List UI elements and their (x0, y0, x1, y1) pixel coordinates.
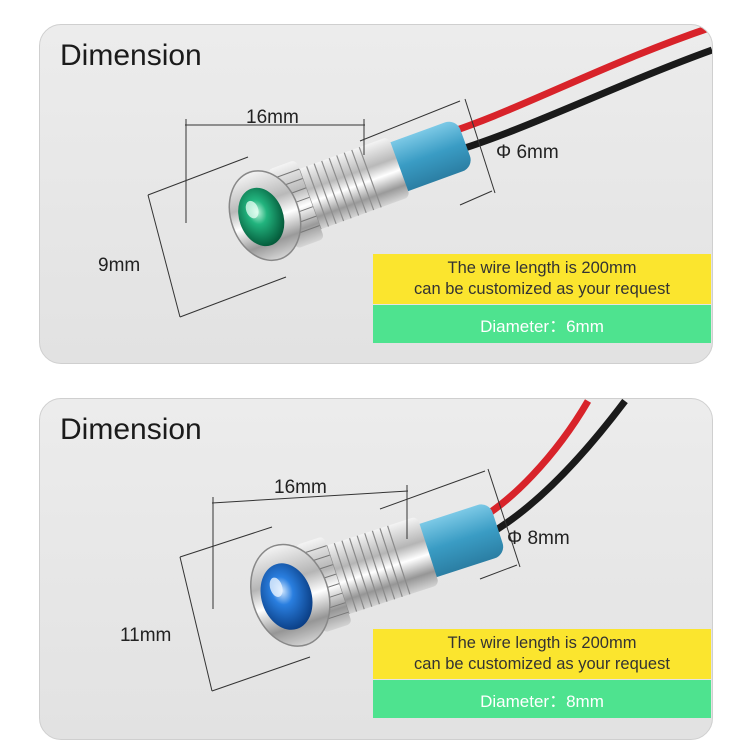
wire-length-note-line2: can be customized as your request (414, 655, 670, 673)
wire-length-note-line2: can be customized as your request (414, 280, 670, 298)
diameter-banner: Diameter：6mm (373, 305, 711, 343)
indicator-light-6mm-illustration (147, 25, 712, 318)
height-dimension-label: 11mm (120, 625, 172, 646)
length-dimension-label: 16mm (274, 477, 327, 498)
black-wire (441, 46, 712, 159)
red-wire (434, 25, 712, 141)
threaded-body (318, 517, 438, 616)
length-dimension-label: 16mm (246, 107, 299, 128)
panel-title: Dimension (60, 39, 202, 72)
wire-length-note: The wire length is 200mm can be customiz… (373, 629, 711, 679)
wire-length-note-line1: The wire length is 200mm (447, 259, 637, 277)
height-dimension-label: 9mm (98, 255, 141, 276)
wire-length-note: The wire length is 200mm can be customiz… (373, 254, 711, 304)
dimension-panel-6mm: Dimension 16mm 9mm Φ 6mm The wire length… (39, 24, 713, 364)
indicator-light-8mm-illustration (179, 399, 628, 692)
wire-diameter-label: Φ 8mm (507, 528, 570, 549)
wire-diameter-label: Φ 6mm (496, 142, 559, 163)
threaded-body (291, 138, 409, 231)
panel-title: Dimension (60, 413, 202, 446)
heat-shrink-sleeve (379, 121, 471, 193)
diameter-banner: Diameter：8mm (373, 680, 711, 718)
dimension-panel-8mm: Dimension 16mm 11mm Φ 8mm The wire lengt… (39, 398, 713, 740)
wire-length-note-line1: The wire length is 200mm (447, 634, 637, 652)
